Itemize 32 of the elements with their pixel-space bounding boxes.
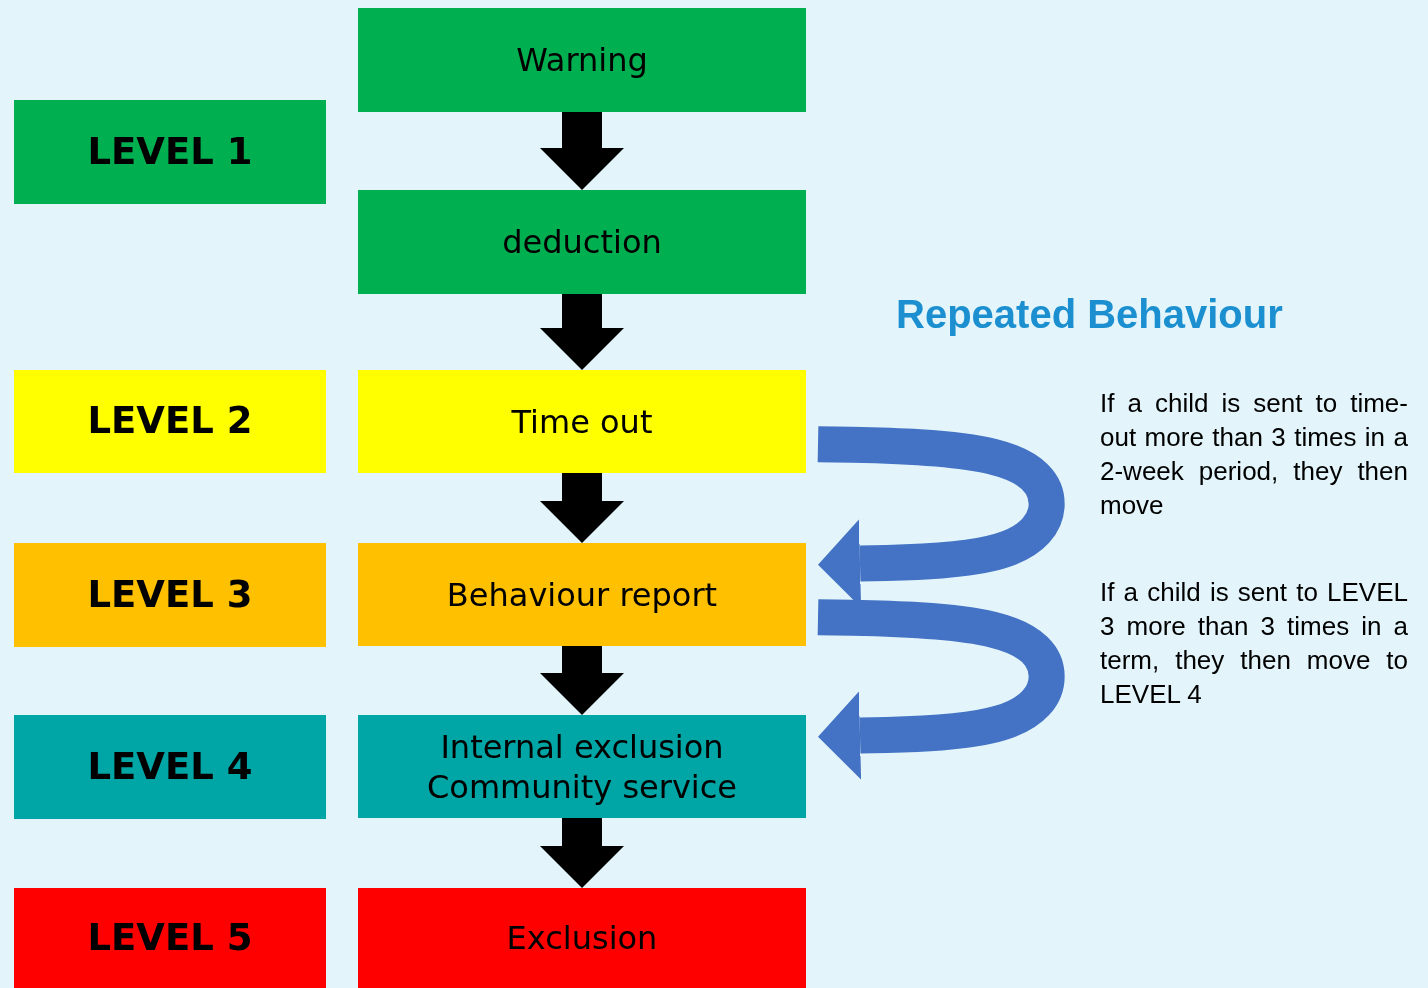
level-box (14, 543, 326, 647)
step-label: Behaviour report (446, 574, 718, 615)
step-label: Warning (516, 40, 648, 80)
step-label: Exclusion (506, 918, 658, 958)
note-paragraph: If a child is sent to LEVEL 3 more than 3 times in a term, they then move to LEVEL 4 (1100, 576, 1408, 711)
step-box (358, 543, 806, 646)
block-arrow (540, 294, 624, 370)
step-box (358, 888, 806, 988)
step-box (358, 8, 806, 112)
step-label: Time out (511, 401, 653, 442)
note-paragraph: If a child is sent to time-out more than 3 times in a 2-week period, they then move (1100, 387, 1408, 522)
step-label: Community service (427, 766, 737, 807)
level-label: LEVEL 3 (87, 571, 253, 618)
step-box (358, 715, 806, 818)
section-heading: Repeated Behaviour (896, 292, 1284, 337)
level-box (14, 888, 326, 988)
level-label: LEVEL 5 (87, 914, 253, 961)
block-arrow (540, 818, 624, 888)
level-label: LEVEL 2 (87, 398, 253, 445)
curved-arrow (817, 599, 1065, 780)
level-box (14, 100, 326, 204)
block-arrow (540, 473, 624, 543)
block-arrow (540, 112, 624, 190)
step-box (358, 370, 806, 473)
block-arrow (540, 646, 624, 715)
level-label: LEVEL 1 (87, 128, 253, 175)
step-label: deduction (502, 222, 662, 262)
level-box (14, 370, 326, 473)
level-label: LEVEL 4 (87, 743, 253, 790)
level-box (14, 715, 326, 819)
step-label: Internal exclusion (440, 726, 724, 767)
step-box (358, 190, 806, 294)
